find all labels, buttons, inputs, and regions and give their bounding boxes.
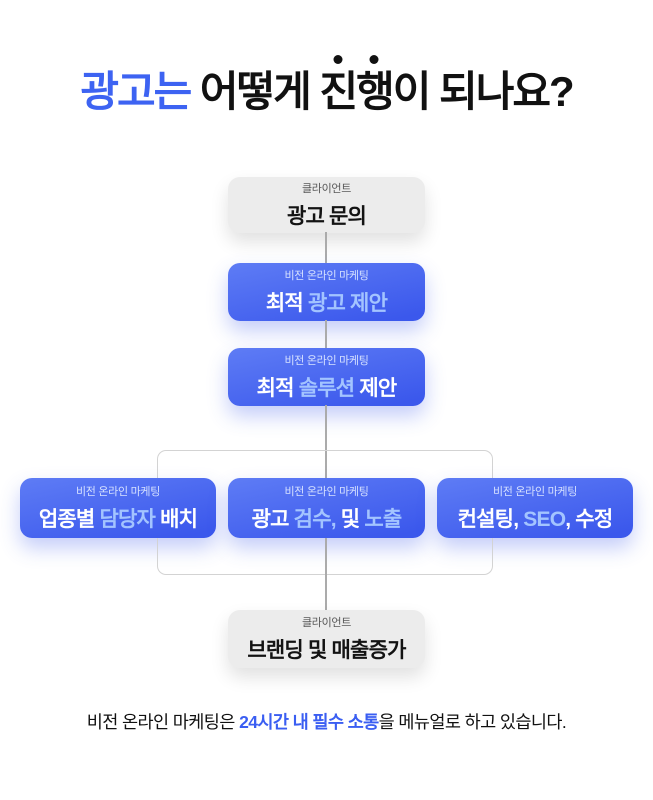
node-label: 비전 온라인 마케팅 — [284, 270, 369, 282]
node-main-text: 최적 솔루션 제안 — [256, 372, 398, 402]
flow-node-manager-assignment: 비전 온라인 마케팅 업종별 담당자 배치 — [20, 478, 216, 538]
connector-line-1 — [325, 232, 327, 264]
text-segment: 광고 제안 — [307, 292, 388, 315]
node-main-text: 광고 문의 — [286, 200, 367, 230]
node-label: 비전 온라인 마케팅 — [492, 486, 578, 498]
flow-node-ad-inquiry: 클라이언트 광고 문의 — [228, 177, 425, 233]
text-segment: 업종별 — [38, 508, 100, 531]
text-segment: 비전 온라인 마케팅은 — [86, 712, 240, 732]
text-segment: 노출 — [364, 508, 402, 531]
text-segment: 어떻게 — [190, 68, 320, 115]
connector-line-3 — [325, 405, 327, 478]
node-label: 클라이언트 — [301, 183, 352, 195]
node-label: 클라이언트 — [301, 617, 352, 629]
flow-node-optimal-solution-proposal: 비전 온라인 마케팅 최적 솔루션 제안 — [228, 348, 425, 406]
node-label: 비전 온라인 마케팅 — [284, 486, 369, 498]
text-segment: 최적 — [256, 377, 299, 400]
connector-line-4 — [325, 538, 327, 610]
text-segment: , 수정 — [565, 508, 613, 531]
text-segment: 브랜딩 및 매출증가 — [247, 639, 406, 662]
node-main-text: 최적 광고 제안 — [265, 287, 388, 317]
text-segment: 광고는 — [80, 68, 192, 115]
text-segment: 배치 — [155, 508, 198, 531]
footer-note: 비전 온라인 마케팅은 24시간 내 필수 소통을 메뉴얼로 하고 있습니다. — [0, 709, 653, 734]
text-segment: 광고 — [251, 508, 294, 531]
text-segment: 및 — [335, 508, 365, 531]
node-main-text: 광고 검수, 및 노출 — [251, 503, 403, 533]
branch-connector-top — [157, 450, 493, 478]
text-segment: 을 메뉴얼로 하고 있습니다. — [378, 712, 567, 732]
node-label: 비전 온라인 마케팅 — [284, 355, 369, 367]
text-segment: 담당자 — [99, 508, 156, 531]
page-title: 광고는 어떻게 진행이 되나요? — [0, 68, 653, 116]
connector-line-2 — [325, 320, 327, 349]
text-segment: 솔루션 — [298, 377, 355, 400]
text-segment: 광고 문의 — [286, 205, 367, 228]
text-segment: 최적 — [265, 292, 308, 315]
flow-node-consulting-seo-edit: 비전 온라인 마케팅 컨설팅, SEO, 수정 — [437, 478, 633, 538]
flow-node-branding-sales-growth: 클라이언트 브랜딩 및 매출증가 — [228, 610, 425, 668]
flow-node-ad-review-exposure: 비전 온라인 마케팅 광고 검수, 및 노출 — [228, 478, 425, 538]
text-segment: 24시간 내 필수 소통 — [239, 712, 379, 732]
text-segment: SEO — [523, 508, 566, 531]
text-segment: 진 — [319, 68, 359, 115]
text-segment: 컨설팅, — [457, 508, 524, 531]
flow-node-optimal-ad-proposal: 비전 온라인 마케팅 최적 광고 제안 — [228, 263, 425, 321]
text-segment: 제안 — [354, 377, 397, 400]
text-segment: 이 되나요? — [392, 68, 575, 115]
text-segment: 행 — [356, 68, 395, 115]
text-segment: 검수, — [293, 508, 337, 531]
node-label: 비전 온라인 마케팅 — [75, 486, 161, 498]
node-main-text: 업종별 담당자 배치 — [38, 503, 198, 533]
node-main-text: 컨설팅, SEO, 수정 — [457, 503, 614, 533]
node-main-text: 브랜딩 및 매출증가 — [247, 634, 406, 664]
